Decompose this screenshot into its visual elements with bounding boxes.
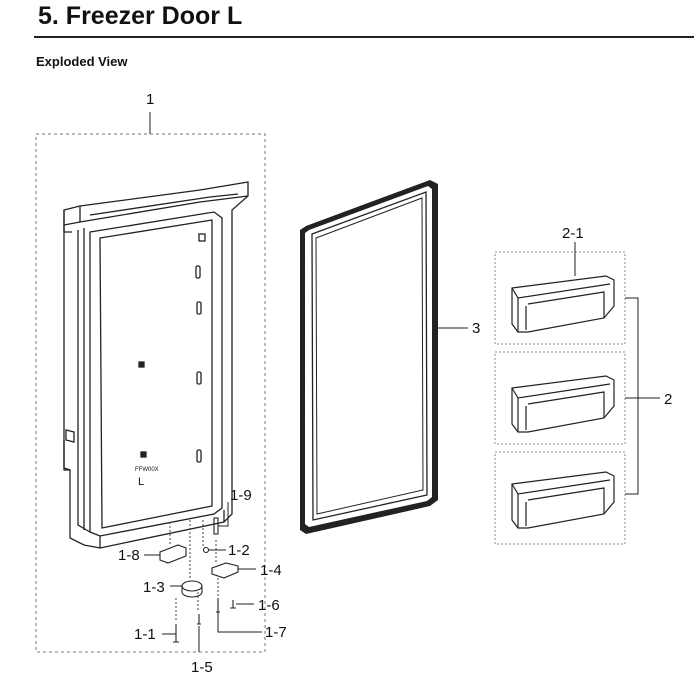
part-1-2-screw <box>202 546 210 554</box>
callout-1-8: 1-8 <box>118 547 140 564</box>
part-1-5-screw <box>197 614 201 625</box>
callout-1-5: 1-5 <box>191 659 213 676</box>
callout-2: 2 <box>664 391 672 408</box>
door-bin-top <box>511 275 615 333</box>
bin-boxes <box>494 251 626 545</box>
callout-1-9: 1-9 <box>230 487 252 504</box>
callout-2-1: 2-1 <box>562 225 584 242</box>
part-1-6-screw <box>230 600 236 609</box>
part-1-1-screw <box>173 624 179 643</box>
section-subtitle: Exploded View <box>36 54 128 69</box>
door-bin-middle <box>511 375 615 433</box>
part-1-7-pin <box>216 598 220 613</box>
part-1-4-plate <box>211 562 239 579</box>
door-bin-bottom <box>511 471 615 529</box>
hinge-leaders <box>144 502 262 652</box>
door-bins <box>511 275 615 529</box>
door-gasket <box>300 180 438 534</box>
callout-1-3: 1-3 <box>143 579 165 596</box>
part-1-8-bracket <box>159 544 187 564</box>
callout-1-7: 1-7 <box>265 624 287 641</box>
part-1-3-bushing <box>181 580 203 592</box>
callout-1-4: 1-4 <box>260 562 282 579</box>
callout-3: 3 <box>472 320 480 337</box>
title-underline <box>34 36 694 38</box>
door-liner <box>63 181 249 549</box>
alignment-lines <box>169 520 219 622</box>
part-1-9-pin <box>213 517 219 535</box>
door-side-marking: L <box>138 476 144 488</box>
callout-1-2: 1-2 <box>228 542 250 559</box>
door-model-marking: FFW00X <box>135 467 159 473</box>
leader-2-bracket <box>625 297 660 495</box>
callout-1: 1 <box>146 91 154 108</box>
page-title: 5. Freezer Door L <box>38 2 243 30</box>
callout-1-6: 1-6 <box>258 597 280 614</box>
door-assembly-boundary <box>35 133 266 653</box>
callout-1-1: 1-1 <box>134 626 156 643</box>
hinge-hardware <box>159 517 239 643</box>
